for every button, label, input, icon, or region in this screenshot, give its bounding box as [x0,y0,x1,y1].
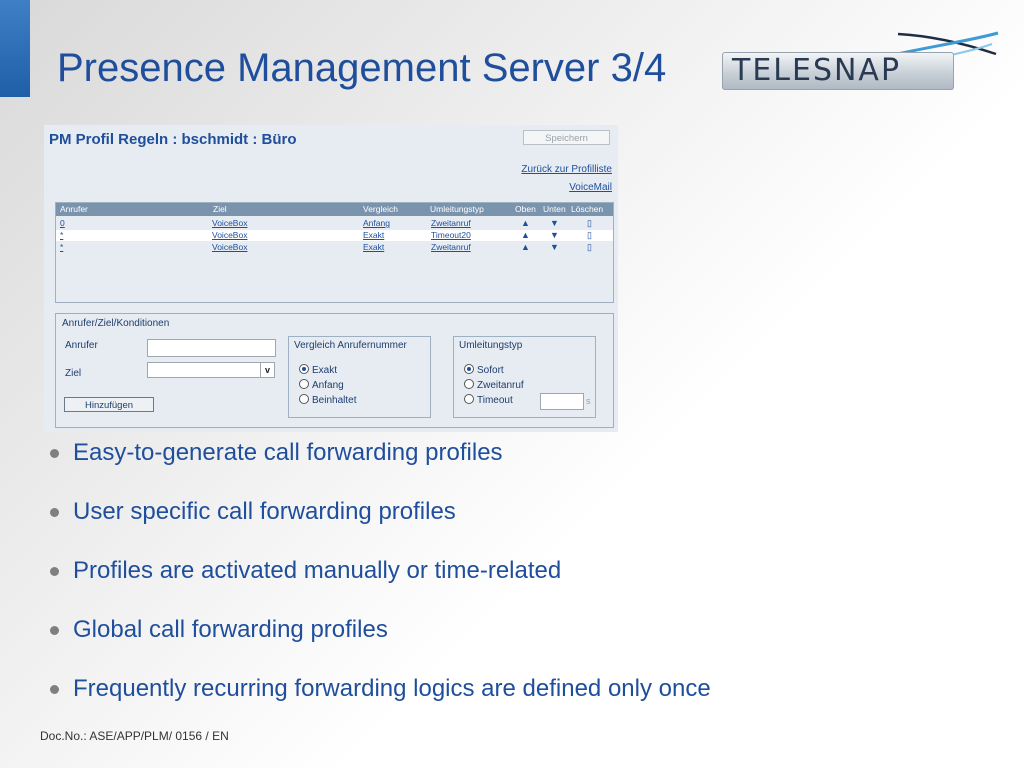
bullet-dot-icon [50,626,59,635]
ziel-label: Ziel [65,368,82,379]
umleitungstyp-link[interactable]: Timeout20 [431,230,471,240]
radio-empty-icon [464,394,474,404]
radio-empty-icon [299,394,309,404]
radio-anfang[interactable]: Anfang [299,379,344,391]
move-up-icon[interactable]: ▲ [521,218,530,228]
umleitungstyp-link[interactable]: Zweitanruf [431,218,471,228]
col-umleitungstyp: Umleitungstyp [430,204,484,214]
table-row: * VoiceBox Exakt Zweitanruf ▲ ▼ ▯ [56,242,613,253]
telesnap-logo: TELESNAP [720,30,1000,94]
anrufer-link[interactable]: 0 [60,218,65,228]
radio-sofort[interactable]: Sofort [464,364,504,376]
move-down-icon[interactable]: ▼ [550,218,559,228]
panel-title: PM Profil Regeln : bschmidt : Büro [49,131,297,148]
list-item: Profiles are activated manually or time-… [48,554,711,613]
bullet-dot-icon [50,685,59,694]
anrufer-link[interactable]: * [60,242,64,252]
radio-selected-icon [464,364,474,374]
anrufer-input[interactable] [147,339,276,357]
document-number: Doc.No.: ASE/APP/PLM/ 0156 / EN [40,729,229,743]
col-loeschen: Löschen [571,204,604,214]
radio-zweitanruf[interactable]: Zweitanruf [464,379,524,391]
col-oben: Oben [515,204,536,214]
delete-icon[interactable]: ▯ [587,242,592,252]
logo-plate: TELESNAP [722,52,954,90]
radio-timeout[interactable]: Timeout [464,394,513,406]
radio-beinhaltet[interactable]: Beinhaltet [299,394,356,406]
save-button[interactable]: Speichern [523,130,610,145]
col-anrufer: Anrufer [60,204,88,214]
anrufer-label: Anrufer [65,340,98,351]
back-to-profile-list-link[interactable]: Zurück zur Profilliste [521,164,612,175]
accent-bar [0,0,30,97]
list-item: Frequently recurring forwarding logics a… [48,672,711,731]
voicemail-link[interactable]: VoiceMail [569,182,612,193]
anrufer-link[interactable]: * [60,230,64,240]
delete-icon[interactable]: ▯ [587,230,592,240]
col-unten: Unten [543,204,566,214]
profile-rules-panel: PM Profil Regeln : bschmidt : Büro Speic… [44,125,618,432]
ziel-link[interactable]: VoiceBox [212,218,248,228]
ziel-link[interactable]: VoiceBox [212,242,248,252]
move-up-icon[interactable]: ▲ [521,242,530,252]
list-item: User specific call forwarding profiles [48,495,711,554]
radio-selected-icon [299,364,309,374]
bullet-dot-icon [50,449,59,458]
umleitungstyp-link[interactable]: Zweitanruf [431,242,471,252]
vergleich-link[interactable]: Exakt [363,230,385,240]
delete-icon[interactable]: ▯ [587,218,592,228]
bullet-dot-icon [50,567,59,576]
umleitungstyp-group-title: Umleitungstyp [459,340,523,351]
col-vergleich: Vergleich [363,204,398,214]
radio-exakt[interactable]: Exakt [299,364,337,376]
logo-text: TELESNAP [732,53,902,88]
radio-empty-icon [464,379,474,389]
table-row: 0 VoiceBox Anfang Zweitanruf ▲ ▼ ▯ [56,218,613,229]
bullet-list: Easy-to-generate call forwarding profile… [48,436,711,731]
list-item: Global call forwarding profiles [48,613,711,672]
move-down-icon[interactable]: ▼ [550,230,559,240]
table-row: * VoiceBox Exakt Timeout20 ▲ ▼ ▯ [56,230,613,241]
vergleich-group-title: Vergleich Anrufernummer [294,340,407,351]
rules-table: Anrufer Ziel Vergleich Umleitungstyp Obe… [55,202,614,303]
chevron-down-icon[interactable]: v [260,363,274,377]
move-up-icon[interactable]: ▲ [521,230,530,240]
move-down-icon[interactable]: ▼ [550,242,559,252]
rules-table-header: Anrufer Ziel Vergleich Umleitungstyp Obe… [56,203,613,216]
slide-title: Presence Management Server 3/4 [57,46,667,90]
timeout-input[interactable] [540,393,584,410]
ziel-link[interactable]: VoiceBox [212,230,248,240]
radio-empty-icon [299,379,309,389]
conditions-title: Anrufer/Ziel/Konditionen [62,318,170,329]
vergleich-link[interactable]: Anfang [363,218,390,228]
umleitungstyp-group: Umleitungstyp Sofort Zweitanruf Timeout … [453,336,596,418]
add-button[interactable]: Hinzufügen [64,397,154,412]
list-item: Easy-to-generate call forwarding profile… [48,436,711,495]
col-ziel: Ziel [213,204,227,214]
vergleich-group: Vergleich Anrufernummer Exakt Anfang Bei… [288,336,431,418]
vergleich-link[interactable]: Exakt [363,242,385,252]
conditions-form: Anrufer/Ziel/Konditionen Anrufer Ziel v … [55,313,614,428]
bullet-dot-icon [50,508,59,517]
ziel-select[interactable]: v [147,362,275,378]
timeout-unit: s [586,396,591,406]
